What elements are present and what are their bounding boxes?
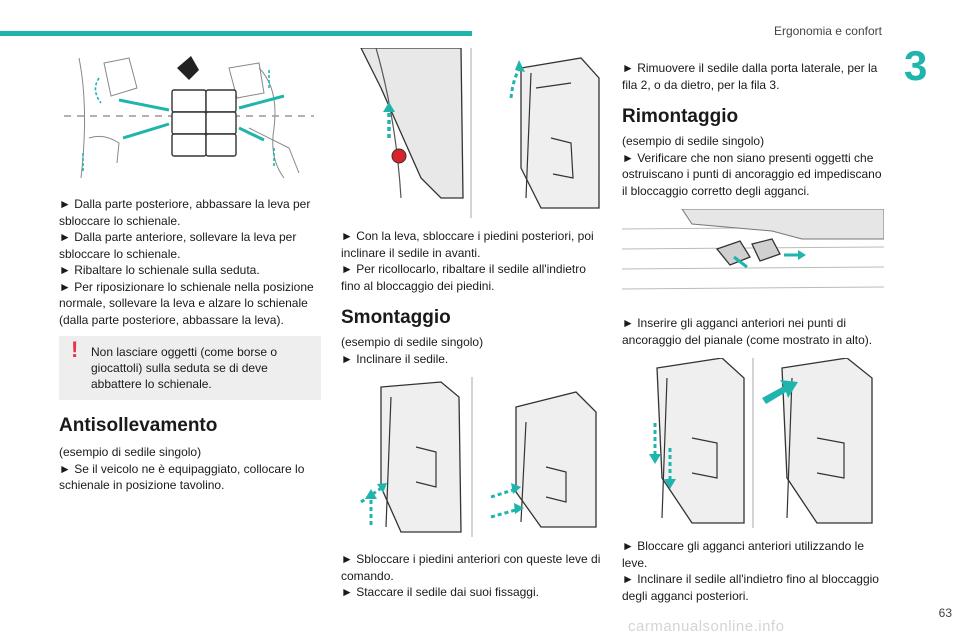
section-title-rimontaggio: Rimontaggio (622, 106, 739, 127)
column-2: ► Con la leva, sbloccare i piedini poste… (341, 48, 603, 601)
smontaggio-line-2: ► Inclinare il sedile. (341, 351, 449, 366)
step-a2: ► Per ricollocarlo, ribaltare il sedile … (341, 262, 586, 293)
step-b1: ► Sbloccare i piedini anteriori con ques… (341, 552, 601, 583)
header-accent-bar (0, 31, 472, 36)
column-3: ► Rimuovere il sedile dalla porta latera… (622, 48, 884, 604)
step-b2: ► Staccare il sedile dai suoi fissaggi. (341, 585, 539, 599)
step-a1: ► Con la leva, sbloccare i piedini poste… (341, 229, 594, 260)
section-line-1: (esempio di sedile singolo) (59, 445, 202, 459)
step-mid: ► Inserire gli agganci anteriori nei pun… (622, 316, 873, 347)
warning-box: ! Non lasciare oggetti (come borse o gio… (59, 336, 321, 400)
figure-seat-tilt (341, 377, 603, 537)
column-1: ► Dalla parte posteriore, abbassare la l… (59, 48, 321, 494)
rimontaggio-line-1: (esempio di sedile singolo) (622, 134, 765, 148)
figure-rear-feet-unlock (341, 48, 603, 218)
step-top: ► Rimuovere il sedile dalla porta latera… (622, 61, 878, 92)
step-bottom-2: ► Inclinare il sedile all'indietro fino … (622, 572, 879, 603)
step-1: ► Dalla parte posteriore, abbassare la l… (59, 197, 311, 228)
section-title-smontaggio: Smontaggio (341, 307, 451, 328)
chapter-number: 3 (904, 42, 928, 89)
section-line-2: ► Se il veicolo ne è equipaggiato, collo… (59, 461, 305, 493)
step-4: ► Per riposizionare lo schienale nella p… (59, 279, 314, 327)
page-number: 63 (938, 606, 952, 620)
watermark: carmanualsonline.info (628, 618, 785, 635)
smontaggio-line-1: (esempio di sedile singolo) (341, 335, 484, 349)
figure-front-hooks (622, 358, 884, 528)
warning-text: Non lasciare oggetti (come borse o gioca… (91, 345, 278, 391)
figure-seat-fold (59, 48, 321, 188)
section-title-antisollevamento: Antisollevamento (59, 415, 218, 436)
chapter-title: Ergonomia e confort (773, 24, 882, 38)
warning-icon: ! (71, 337, 79, 362)
rimontaggio-line-2: ► Verificare che non siano presenti ogge… (622, 150, 882, 198)
figure-anchor-points (622, 209, 884, 301)
step-bottom-1: ► Bloccare gli agganci anteriori utilizz… (622, 539, 865, 570)
step-2: ► Dalla parte anteriore, sollevare la le… (59, 230, 297, 261)
step-3: ► Ribaltare lo schienale sulla seduta. (59, 263, 260, 277)
